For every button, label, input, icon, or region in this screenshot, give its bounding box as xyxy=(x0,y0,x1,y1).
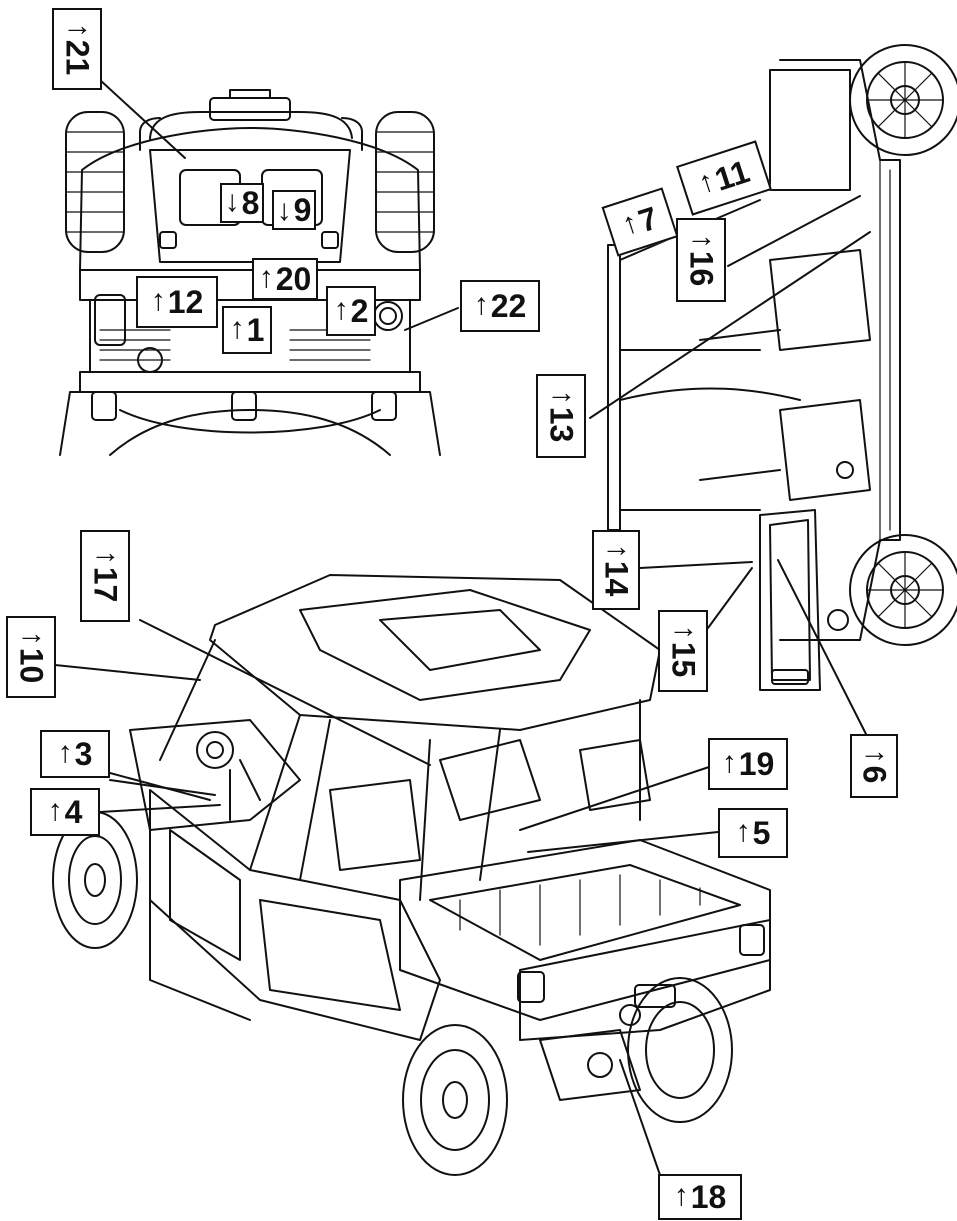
callout-arrow: ↑ xyxy=(16,630,49,646)
callout-number: 11 xyxy=(710,153,754,198)
callout-number: 22 xyxy=(490,288,527,324)
bottom-wheel xyxy=(849,534,957,646)
callout-22: ↑22 xyxy=(460,280,540,332)
perspective-view xyxy=(52,574,771,1176)
callout-19: ↑19 xyxy=(708,738,788,790)
callout-number: 8 xyxy=(241,185,260,221)
callout-number: 9 xyxy=(293,192,312,228)
callout-number: 3 xyxy=(74,736,93,772)
callout-arrow: ↑ xyxy=(721,746,737,779)
callout-4: ↑4 xyxy=(30,788,100,836)
callout-arrow: ↑ xyxy=(735,815,751,848)
callout-number: 14 xyxy=(598,560,634,597)
callout-2: ↑2 xyxy=(326,286,376,336)
callout-arrow: ↑ xyxy=(546,389,579,405)
callout-17: ↑17 xyxy=(80,530,130,622)
callout-14: ↑14 xyxy=(592,530,640,610)
callout-arrow: ↓ xyxy=(276,194,292,227)
rear-right-wheel xyxy=(627,977,733,1123)
callout-arrow: ↑ xyxy=(858,748,892,764)
callout-6: ↑6 xyxy=(850,734,898,798)
callout-arrow: ↑ xyxy=(229,312,245,345)
callout-number: 4 xyxy=(64,794,83,830)
callout-arrow: ↑ xyxy=(333,293,349,326)
callout-number: 16 xyxy=(683,250,719,287)
callout-13: ↑13 xyxy=(536,374,586,458)
callout-arrow: ↑ xyxy=(601,543,634,559)
callout-number: 21 xyxy=(59,39,95,76)
callout-arrow: ↑ xyxy=(473,288,489,321)
callout-arrow: ↑ xyxy=(47,794,63,827)
front-left-tire xyxy=(65,111,125,253)
callout-arrow: ↑ xyxy=(668,624,701,640)
callout-16: ↑16 xyxy=(676,218,726,302)
callout-10: ↑10 xyxy=(6,616,56,698)
callout-12: ↑12 xyxy=(136,276,218,328)
callout-arrow: ↑ xyxy=(62,22,95,38)
callout-number: 19 xyxy=(738,746,775,782)
callout-number: 1 xyxy=(246,312,265,348)
callout-5: ↑5 xyxy=(718,808,788,858)
cargo-bed xyxy=(399,839,771,1021)
callout-number: 18 xyxy=(690,1179,727,1215)
callout-15: ↑15 xyxy=(658,610,708,692)
front-right-tire xyxy=(375,111,435,253)
callout-number: 13 xyxy=(543,406,579,443)
callout-9: ↓9 xyxy=(272,190,316,230)
callout-number: 10 xyxy=(13,647,49,684)
callout-arrow: ↓ xyxy=(224,185,240,218)
leader-lines xyxy=(54,79,871,1176)
callout-18: ↑18 xyxy=(658,1174,742,1220)
front-view xyxy=(59,89,441,456)
callout-number: 6 xyxy=(855,765,892,784)
callout-number: 5 xyxy=(752,815,771,851)
callout-arrow: ↑ xyxy=(90,549,123,565)
callout-arrow: ↑ xyxy=(258,261,274,294)
callout-arrow: ↑ xyxy=(686,233,719,249)
callout-3: ↑3 xyxy=(40,730,110,778)
callout-arrow: ↑ xyxy=(150,284,166,317)
callout-arrow: ↑ xyxy=(57,736,73,769)
callout-number: 2 xyxy=(350,293,369,329)
callout-8: ↓8 xyxy=(220,183,264,223)
callout-21: ↑21 xyxy=(52,8,102,90)
rear-left-wheel xyxy=(402,1024,508,1176)
callout-number: 17 xyxy=(87,566,123,603)
callout-arrow: ↑ xyxy=(673,1179,689,1212)
callout-number: 20 xyxy=(275,261,312,297)
callout-1: ↑1 xyxy=(222,306,272,354)
side-view xyxy=(607,44,957,691)
callout-20: ↑20 xyxy=(252,258,318,300)
callout-number: 12 xyxy=(167,284,204,320)
roof xyxy=(209,574,661,731)
callout-number: 15 xyxy=(665,641,701,678)
